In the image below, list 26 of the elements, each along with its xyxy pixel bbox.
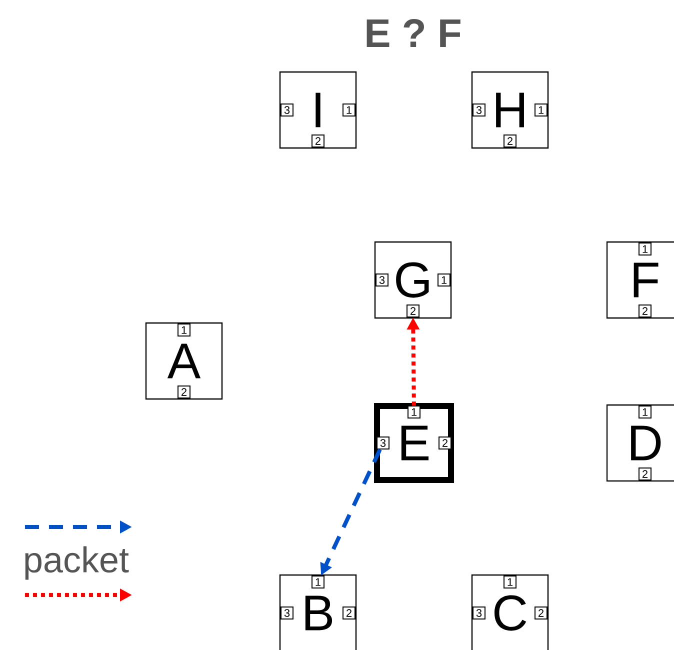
port-box: 2 — [638, 304, 652, 318]
port-box: 1 — [178, 324, 190, 336]
port-box: 2 — [406, 304, 420, 318]
port-box: 1 — [534, 104, 548, 116]
port-box: 2 — [534, 606, 548, 620]
port-box: 1 — [342, 104, 356, 116]
port-box: 3 — [472, 606, 486, 620]
port-box: 1 — [408, 406, 420, 418]
port-box: 1 — [638, 406, 652, 418]
port-box: 2 — [178, 386, 190, 398]
port-box: 3 — [472, 104, 486, 116]
port-box: 2 — [504, 134, 516, 148]
port-box: 2 — [312, 134, 324, 148]
legend-label: packet — [25, 546, 129, 580]
port-box: 3 — [376, 274, 388, 286]
port-box: 1 — [638, 242, 652, 256]
port-box: 3 — [376, 436, 390, 450]
port-box: 2 — [638, 468, 652, 480]
port-box: 2 — [342, 606, 356, 620]
port-box: 1 — [312, 576, 324, 588]
port-box: 1 — [438, 274, 450, 286]
title: E ? F — [366, 19, 460, 47]
port-box: 3 — [280, 606, 294, 620]
port-box: 3 — [280, 104, 294, 116]
port-box: 1 — [504, 576, 516, 588]
port-box: 2 — [438, 436, 452, 450]
